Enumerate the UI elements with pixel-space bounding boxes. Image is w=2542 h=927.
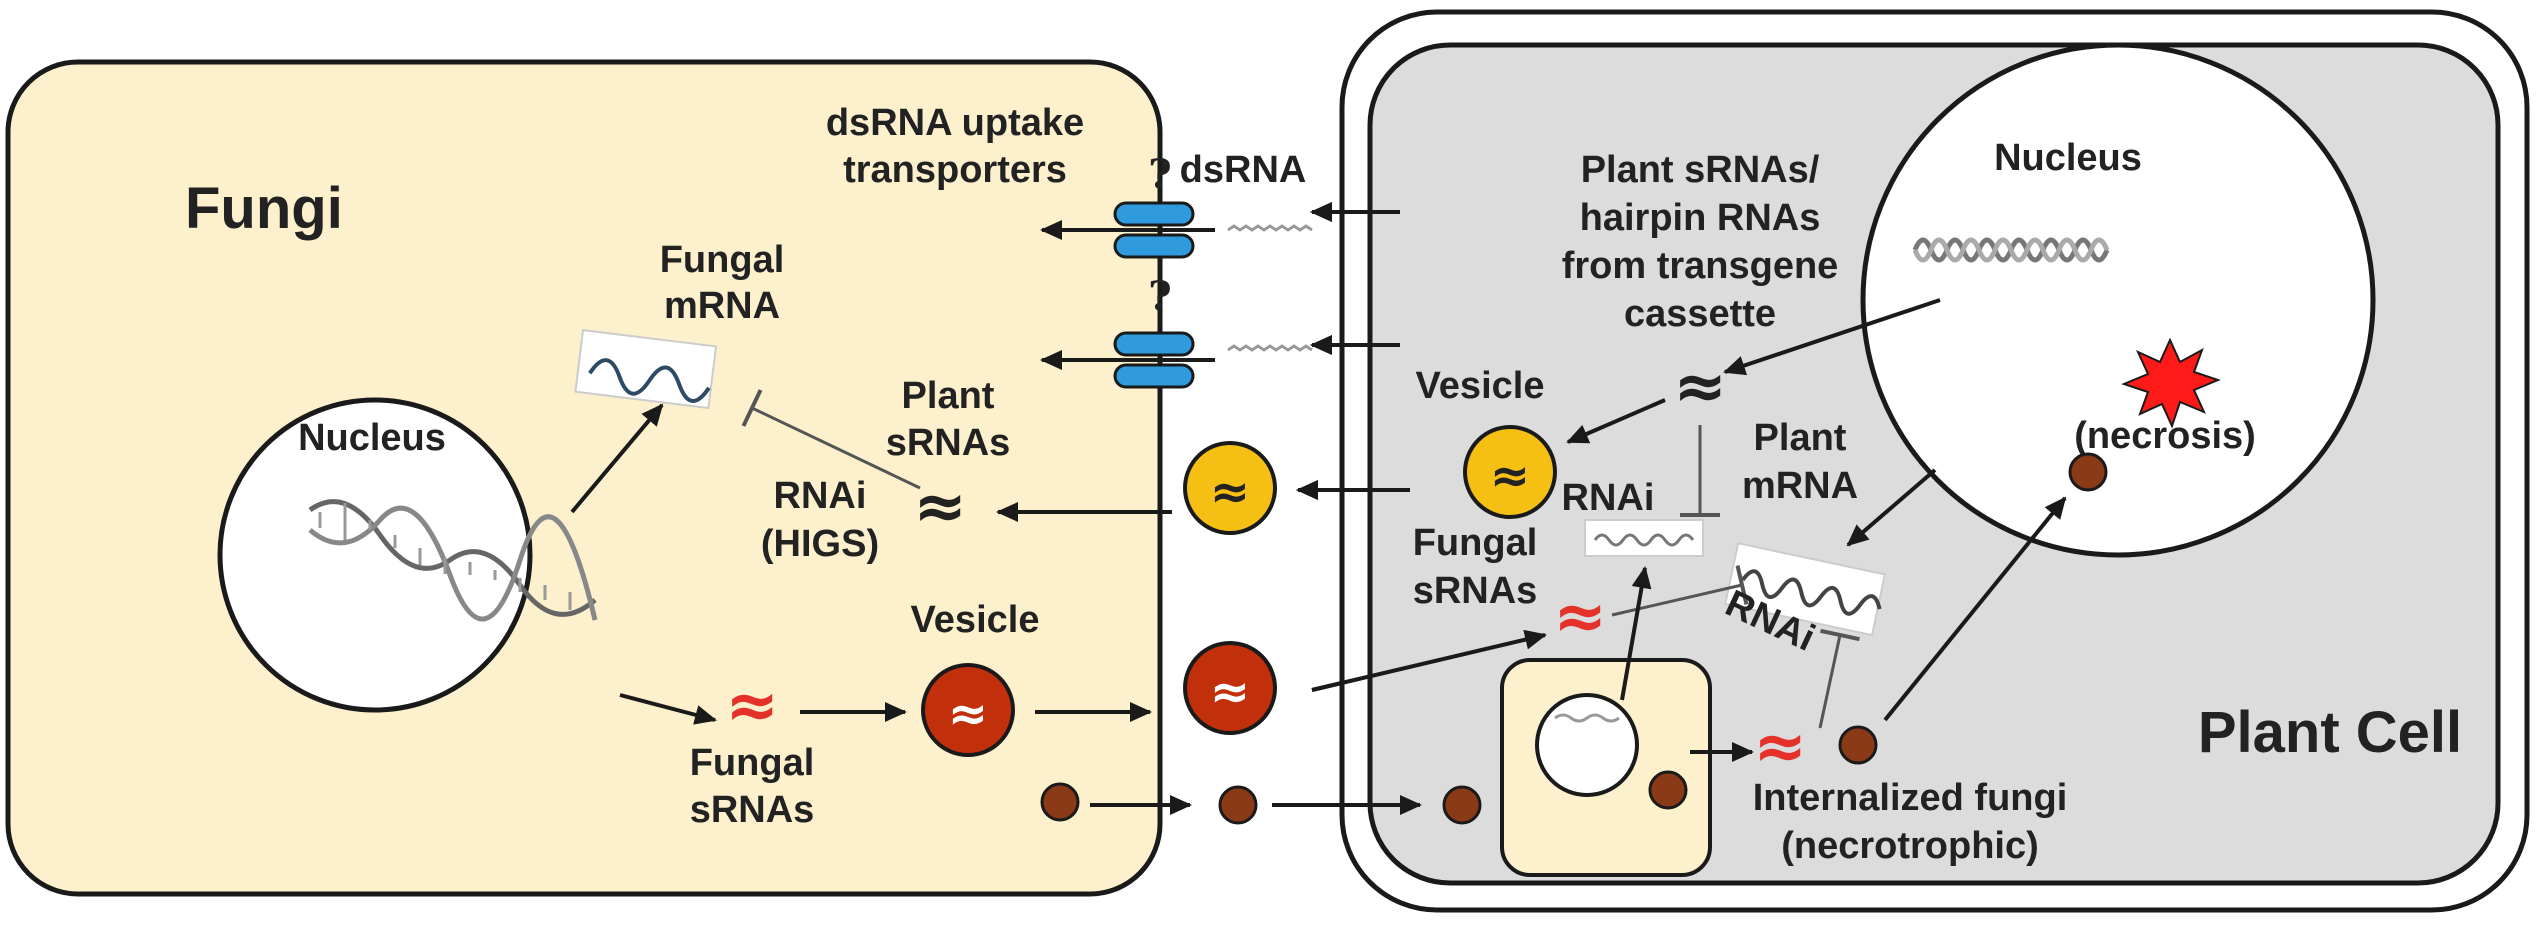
fungal-srna-glyph: ≈ <box>725 669 779 743</box>
transporter-1-icon <box>1113 201 1195 259</box>
fungal-srnas-label-2: sRNAs <box>690 789 815 831</box>
fungal-particle-5 <box>2068 452 2108 492</box>
fungal-vesicle <box>921 663 1015 757</box>
fungi-title: Fungi <box>185 176 343 241</box>
plant-nucleus <box>1860 42 2376 558</box>
plant-srna-glyph: ≈ <box>1673 350 1727 424</box>
plant-mrna-label-2: mRNA <box>1742 465 1858 507</box>
plant-fungal-srnas-label-2: sRNAs <box>1413 570 1538 612</box>
internalized-fungi-nucleus <box>1535 693 1639 797</box>
inhibit-fungal-srna-on-mrna <box>1611 565 1749 617</box>
plant-nucleus-label: Nucleus <box>1994 137 2142 179</box>
arrow-fungal-nucleus-to-mrna <box>570 403 664 514</box>
fungal-particle-2 <box>1218 785 1258 825</box>
transporter-label-2: transporters <box>843 149 1067 191</box>
necrosis-icon <box>2121 337 2221 429</box>
fungal-vesicle-interface <box>1183 641 1277 735</box>
fungal-plant-srnas-label-1: Plant <box>902 375 995 417</box>
internalized-fungi-dna-icon <box>1554 713 1620 723</box>
plant-fungal-srnas-label-1: Fungal <box>1413 522 1538 564</box>
arrow-particle-to-nucleus <box>1883 496 2067 722</box>
fungal-plant-srnas-label-2: sRNAs <box>886 422 1011 464</box>
plant-fungal-srna-glyph: ≈ <box>1553 580 1607 654</box>
fungal-particle-3 <box>1442 785 1482 825</box>
fungal-vesicle-interface-srna: ≈ <box>1210 664 1250 720</box>
arrow-internalized-to-target <box>1620 566 1652 701</box>
rnai-higs-label-2: (HIGS) <box>761 523 879 565</box>
fungal-nucleus-label: Nucleus <box>298 417 446 459</box>
internalized-fungal-particle <box>1648 770 1688 810</box>
plant-vesicle-interface-srna: ≈ <box>1210 464 1250 520</box>
arrow-plant-srna-to-vesicle <box>1566 398 1666 444</box>
fungal-dna-icon <box>308 499 598 622</box>
plant-srnas-label-3: from transgene <box>1562 245 1839 287</box>
plant-srnas-label-1: Plant sRNAs/ <box>1581 149 1820 191</box>
plant-cell-title: Plant Cell <box>2198 700 2462 765</box>
plant-srna-in-fungi: ≈ <box>913 470 967 544</box>
plant-vesicle <box>1463 425 1557 519</box>
plant-vesicle-label: Vesicle <box>1416 365 1545 407</box>
fungal-mrna-label-1: Fungal <box>660 239 785 281</box>
transporter-1-question: ? <box>1148 151 1171 198</box>
plant-mrna-label-1: Plant <box>1754 417 1847 459</box>
plant-mrna-icon <box>1724 542 1887 637</box>
internalized-label-2: (necrotrophic) <box>1781 825 2039 867</box>
dsrna-label: dsRNA <box>1180 149 1307 191</box>
plant-srnas-label-4: cassette <box>1624 293 1776 335</box>
plant-target-mrna-icon-1 <box>1584 519 1704 557</box>
internalized-label-1: Internalized fungi <box>1753 777 2068 819</box>
fungal-mrna-icon <box>574 328 718 410</box>
fungal-srnas-label-1: Fungal <box>690 742 815 784</box>
plant-rnai-label-1: RNAi <box>1562 477 1655 519</box>
transporter-2-icon <box>1113 331 1195 389</box>
fungal-vesicle-label: Vesicle <box>911 599 1040 641</box>
fungal-vesicle-srna: ≈ <box>948 686 988 742</box>
plant-dna-icon <box>1912 237 2110 263</box>
plant-vesicle-srna: ≈ <box>1490 448 1530 504</box>
rnai-higs-label-1: RNAi <box>774 475 867 517</box>
transporter-label-1: dsRNA uptake <box>826 102 1084 144</box>
dsrna-1-icon <box>1227 224 1313 232</box>
fungal-mrna-label-2: mRNA <box>664 285 780 327</box>
arrow-plant-nucleus-to-mrna <box>1846 468 1937 547</box>
plant-srnas-label-2: hairpin RNAs <box>1580 197 1821 239</box>
necrosis-label: (necrosis) <box>2074 415 2256 457</box>
internalized-srna-glyph: ≈ <box>1753 710 1807 784</box>
plant-vesicle-interface <box>1183 441 1277 535</box>
inhibit-internalized-srna <box>1818 628 1860 729</box>
dsrna-2-icon <box>1227 344 1313 352</box>
fungal-particle-4 <box>1838 725 1878 765</box>
fungal-nucleus <box>217 397 533 713</box>
inhibit-rnai-higs <box>741 389 921 490</box>
fungal-particle-1 <box>1040 782 1080 822</box>
arrow-fungal-vesicle-in-inner <box>1311 629 1547 692</box>
arrow-nucleus-to-fungal-srna <box>619 693 717 725</box>
arrow-plant-nucleus-to-srna <box>1723 298 1941 376</box>
transporter-2-question: ? <box>1148 273 1171 320</box>
